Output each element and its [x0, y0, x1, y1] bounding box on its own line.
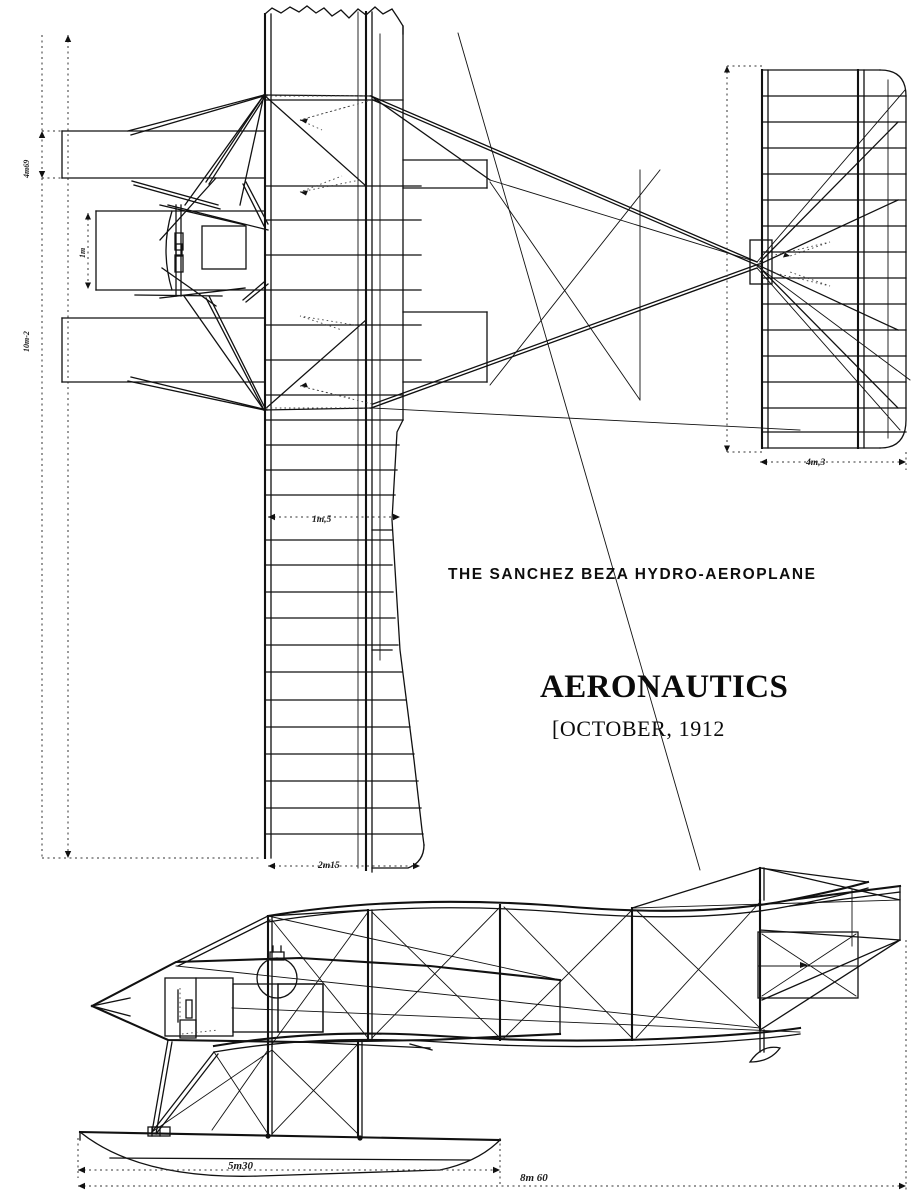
- dimension-plan-left-overall: 10m-2: [22, 331, 31, 352]
- plan-dimension-lines: [38, 35, 262, 860]
- dimension-tail-span: 4m,3: [806, 458, 826, 468]
- side-elevation: [77, 866, 907, 1190]
- main-wing-plan: [263, 5, 425, 873]
- publication-title: AERONAUTICS: [540, 669, 789, 705]
- cockpit-nacelle-plan: [85, 204, 266, 297]
- strut-bracing-plan: [127, 32, 911, 871]
- dimension-wing-chord: 1m,5: [312, 515, 332, 525]
- dimension-overall-length: 8m 60: [520, 1172, 548, 1184]
- tail-plane-plan: [724, 65, 907, 470]
- plan-view: [38, 5, 911, 873]
- drawing-caption-title: THE SANCHEZ BEZA HYDRO-AEROPLANE: [448, 566, 817, 583]
- dimension-plan-left-upper: 4m69: [22, 159, 31, 178]
- outer-wing-panels-plan: [61, 130, 488, 383]
- publication-issue-date: [OCTOBER, 1912: [552, 716, 726, 741]
- dimension-cockpit-width: 1m: [78, 247, 87, 258]
- dimension-wing-tip-chord: 2m15: [318, 861, 340, 871]
- dimension-float-length: 5m30: [228, 1160, 254, 1172]
